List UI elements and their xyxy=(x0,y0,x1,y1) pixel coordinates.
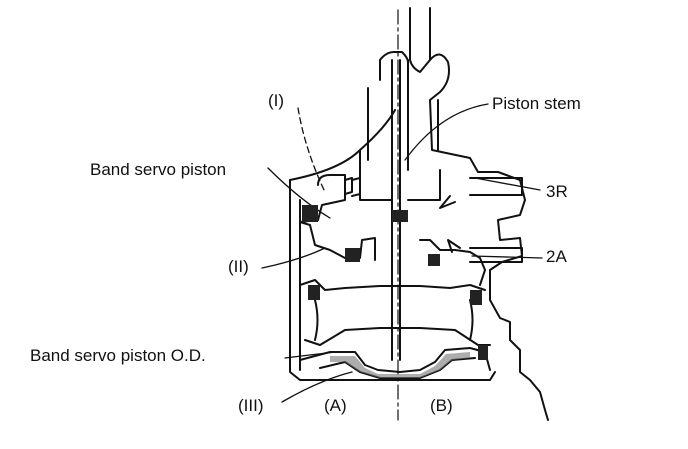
upper-piston-teeth xyxy=(344,177,361,197)
port-3r xyxy=(469,177,523,196)
label-chamber-ii: (II) xyxy=(228,257,249,276)
seal-lower-right xyxy=(478,345,488,360)
label-chamber-i: (I) xyxy=(268,91,285,110)
port-3r-arrow xyxy=(439,195,456,209)
leader-chamber-i xyxy=(297,107,326,193)
seal-middle-right xyxy=(470,290,482,305)
label-side-b: (B) xyxy=(430,396,453,415)
stem-flange xyxy=(359,149,441,201)
piston-ii-right xyxy=(419,239,486,286)
upper-piston xyxy=(299,174,346,223)
label-port-3r: 3R xyxy=(546,182,568,201)
label-side-a: (A) xyxy=(324,396,347,415)
leader-3r xyxy=(474,177,541,191)
seal-ii-right xyxy=(428,254,440,266)
label-piston-stem: Piston stem xyxy=(492,94,581,113)
piston-lower xyxy=(304,327,491,346)
seal-upper-left xyxy=(302,205,318,222)
seal-ii-left xyxy=(345,248,360,262)
label-band-servo-piston-od: Band servo piston O.D. xyxy=(30,346,206,365)
leader-band-servo-piston xyxy=(267,167,331,219)
leader-piston-stem xyxy=(404,103,489,161)
leader-chamber-iii xyxy=(281,371,353,403)
seal-middle-left xyxy=(308,285,320,300)
port-2a-arrow xyxy=(447,239,461,253)
left-wall xyxy=(289,179,496,381)
stem-top xyxy=(379,51,409,81)
label-chamber-iii: (III) xyxy=(238,396,264,415)
lower-plate xyxy=(299,347,491,373)
label-port-2a: 2A xyxy=(546,247,567,266)
leader-chamber-ii xyxy=(261,247,326,269)
plate-shading xyxy=(330,352,470,378)
leader-2a xyxy=(471,255,543,259)
upper-left-curve xyxy=(289,109,396,181)
port-2a xyxy=(469,247,523,263)
seal-stem xyxy=(392,210,408,222)
label-band-servo-piston: Band servo piston xyxy=(90,160,227,179)
casing-outline xyxy=(409,7,549,421)
leader-od xyxy=(284,351,337,359)
piston-middle xyxy=(299,279,486,291)
